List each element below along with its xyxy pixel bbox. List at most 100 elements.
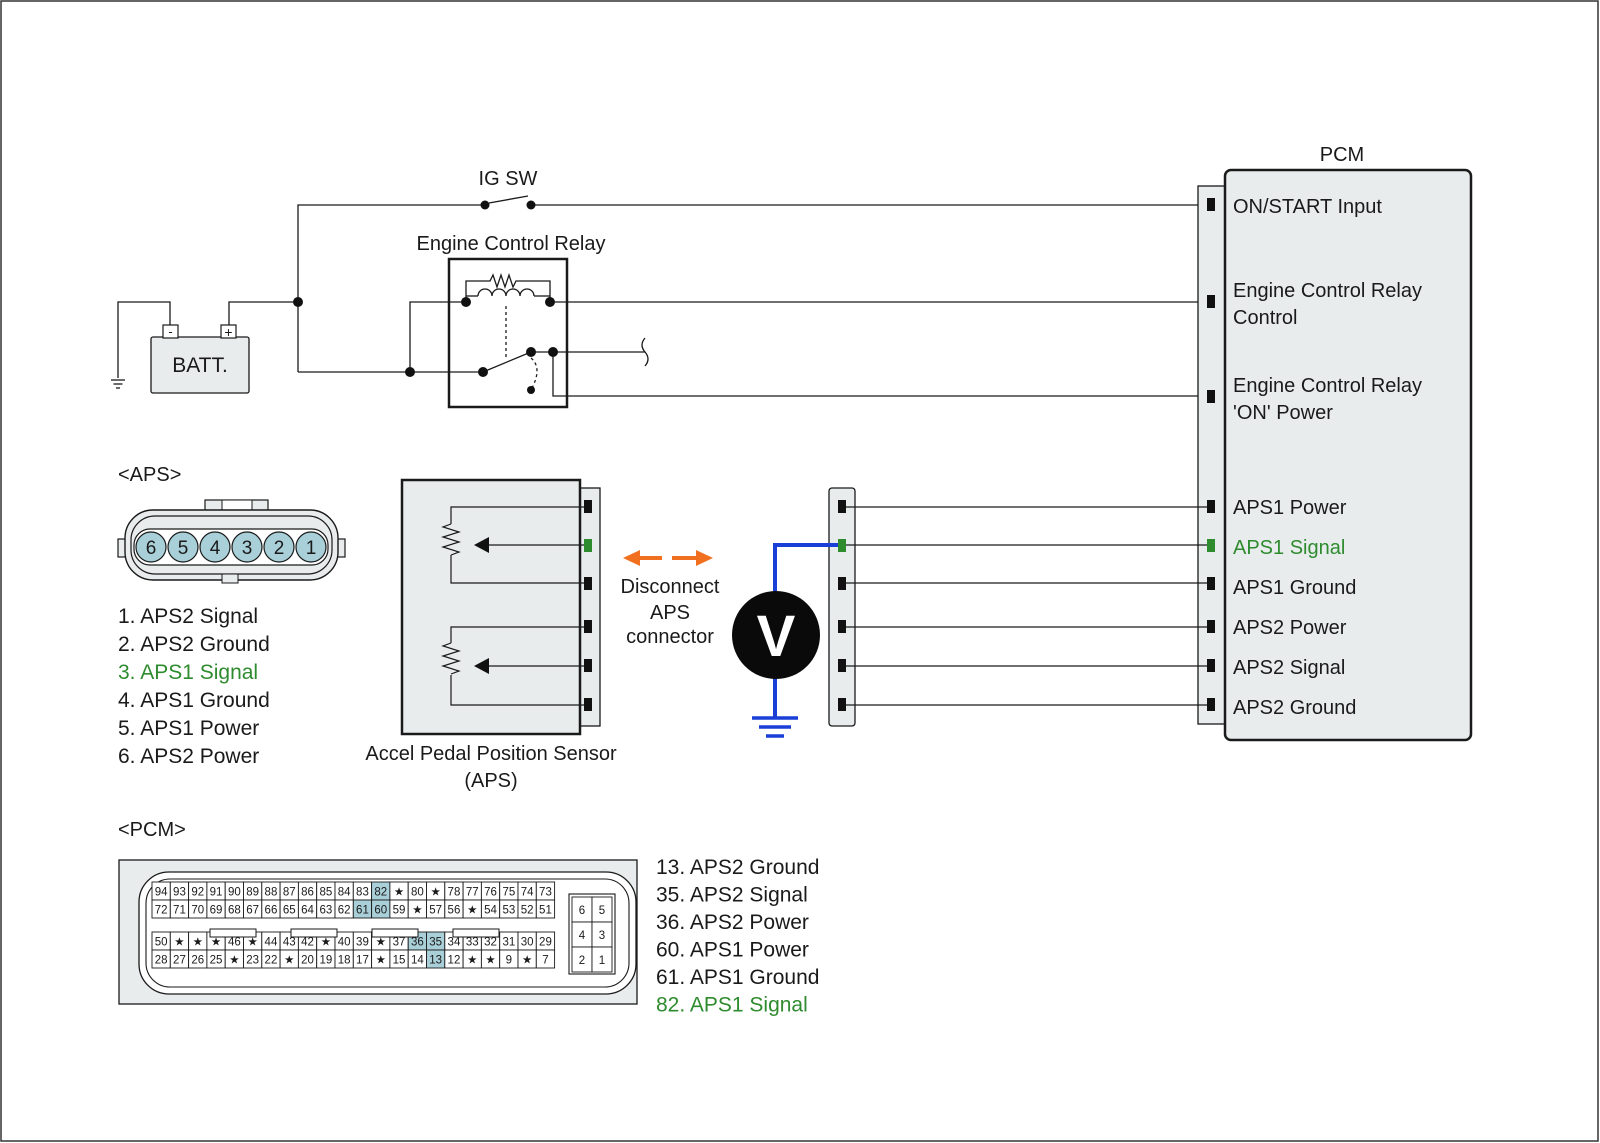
pcm-pin-number: 39 bbox=[356, 937, 369, 949]
pcm-pin-number: 71 bbox=[173, 905, 186, 917]
pcm-pin-number: 9 bbox=[506, 955, 512, 967]
aps-connector-pin bbox=[167, 531, 199, 563]
pcm-pin-number: 65 bbox=[283, 905, 296, 917]
pcm-small-pin-cell bbox=[591, 946, 613, 973]
voltmeter: V bbox=[732, 543, 838, 738]
pcm-pin-number: 66 bbox=[265, 905, 278, 917]
aps-pin-list-item: 4. APS1 Ground bbox=[118, 689, 270, 712]
pcm-pin-number: 44 bbox=[265, 937, 278, 949]
pcm-pin-list-item: 13. APS2 Ground bbox=[656, 856, 819, 879]
pcm-pin-number: 84 bbox=[338, 887, 351, 899]
pcm-pin-number: 86 bbox=[301, 887, 314, 899]
pcm-pin-number: 57 bbox=[429, 905, 442, 917]
aps-sensor-label-line2: (APS) bbox=[464, 770, 517, 792]
pcm-pin-number: 27 bbox=[173, 955, 186, 967]
pcm-pin-number: ★ bbox=[467, 905, 477, 917]
pcm-pin-aps2-power: APS2 Power bbox=[1233, 617, 1347, 639]
pcm-pin-number: ★ bbox=[321, 937, 331, 949]
pcm-pin-number: 87 bbox=[283, 887, 296, 899]
pcm-pin-number: 94 bbox=[155, 887, 168, 899]
aps-connector-pin bbox=[263, 531, 295, 563]
pcm-pin-number: 56 bbox=[448, 905, 461, 917]
pcm-pin-number: 17 bbox=[356, 955, 369, 967]
pcm-pin-aps1-signal: APS1 Signal bbox=[1233, 537, 1345, 559]
pcm-pin-number: ★ bbox=[412, 905, 422, 917]
pcm-pin-number: 22 bbox=[265, 955, 278, 967]
pcm-pin-number: 52 bbox=[521, 905, 534, 917]
pcm-pin-number: 28 bbox=[155, 955, 168, 967]
disconnect-text-line1: Disconnect bbox=[621, 576, 720, 598]
pcm-pin-number: 34 bbox=[448, 937, 461, 949]
pcm-pin-aps2-signal: APS2 Signal bbox=[1233, 657, 1345, 679]
pcm-pin-list-item: 82. APS1 Signal bbox=[656, 994, 808, 1017]
pcm-pin-list-item: 61. APS1 Ground bbox=[656, 966, 819, 989]
pcm-pin-cell bbox=[535, 949, 556, 969]
pcm-pin-number: 14 bbox=[411, 955, 424, 967]
pcm-pin-number: 23 bbox=[246, 955, 259, 967]
battery-positive-terminal bbox=[220, 324, 237, 339]
pcm-pin-number: 67 bbox=[246, 905, 259, 917]
ecr-control-label-line1: Engine Control Relay bbox=[1233, 280, 1422, 302]
pcm-pin-number: 12 bbox=[448, 955, 461, 967]
pcm-pin-number: 60 bbox=[374, 905, 387, 917]
pcm-pin-number: ★ bbox=[193, 937, 203, 949]
pcm-pin-number: ★ bbox=[284, 955, 294, 967]
pcm-small-pin-number: 6 bbox=[579, 905, 585, 917]
pcm-pin-number: 54 bbox=[484, 905, 497, 917]
pcm-pin-number: 82 bbox=[374, 887, 387, 899]
aps-connector-pin bbox=[295, 531, 327, 563]
pcm-pin-number: 80 bbox=[411, 887, 424, 899]
harness-connector bbox=[828, 487, 856, 727]
pcm-pin-number: 70 bbox=[191, 905, 204, 917]
disconnect-text-line2: APS bbox=[650, 602, 690, 624]
battery-negative-terminal bbox=[162, 324, 179, 339]
aps-sensor-label-line1: Accel Pedal Position Sensor bbox=[365, 743, 617, 765]
pcm-connector-heading: <PCM> bbox=[118, 819, 186, 841]
aps-pin-list-item: 6. APS2 Power bbox=[118, 745, 259, 768]
pcm-pin-number: 62 bbox=[338, 905, 351, 917]
pcm-pin-number: ★ bbox=[430, 887, 440, 899]
disconnect-text-line3: connector bbox=[626, 626, 714, 648]
pcm-title: PCM bbox=[1320, 144, 1364, 166]
battery-box bbox=[150, 336, 250, 394]
aps-sensor-pin-markers bbox=[584, 500, 592, 711]
relay-title: Engine Control Relay bbox=[417, 233, 606, 255]
battery-positive-label: + bbox=[224, 324, 232, 340]
harness-wires bbox=[846, 506, 1207, 706]
pcm-pin-number: 36 bbox=[411, 937, 424, 949]
pcm-pin-number: 74 bbox=[521, 887, 534, 899]
pcm-pin-number: 64 bbox=[301, 905, 314, 917]
aps1-wiper-arrow bbox=[474, 537, 489, 553]
pcm-pin-markers bbox=[1207, 198, 1215, 711]
aps-connector-pin bbox=[135, 531, 167, 563]
engine-control-relay-box bbox=[447, 257, 569, 409]
ecr-control-label-line2: Control bbox=[1233, 307, 1297, 329]
pcm-pin-number: 51 bbox=[539, 905, 552, 917]
pcm-pin-number: 78 bbox=[448, 887, 461, 899]
aps-pin-list-item: 2. APS2 Ground bbox=[118, 633, 270, 656]
aps2-wiper-arrow bbox=[474, 658, 489, 674]
aps-connector-pin-number: 3 bbox=[242, 538, 253, 559]
on-start-input-label: ON/START Input bbox=[1233, 196, 1382, 218]
pcm-pin-number: 15 bbox=[393, 955, 406, 967]
pcm-pin-list-item: 60. APS1 Power bbox=[656, 939, 809, 962]
pcm-pin-number: 76 bbox=[484, 887, 497, 899]
aps-connector-pin-number: 4 bbox=[210, 538, 221, 559]
aps-connector-pin bbox=[231, 531, 263, 563]
pcm-pin-number: ★ bbox=[467, 955, 477, 967]
pcm-pin-aps1-power: APS1 Power bbox=[1233, 497, 1347, 519]
aps-connector-heading: <APS> bbox=[118, 464, 181, 486]
pcm-pin-number: ★ bbox=[376, 937, 386, 949]
aps-sensor-box bbox=[400, 478, 582, 736]
pcm-pin-number: 68 bbox=[228, 905, 241, 917]
pcm-small-pin-number: 5 bbox=[599, 905, 605, 917]
pcm-small-pin-number: 3 bbox=[599, 930, 605, 942]
pcm-pin-number: ★ bbox=[394, 887, 404, 899]
pcm-pin-list-item: 36. APS2 Power bbox=[656, 911, 809, 934]
pcm-pin-number: 33 bbox=[466, 937, 479, 949]
pcm-pin-number: 37 bbox=[393, 937, 406, 949]
pcm-pin-number: 29 bbox=[539, 937, 552, 949]
